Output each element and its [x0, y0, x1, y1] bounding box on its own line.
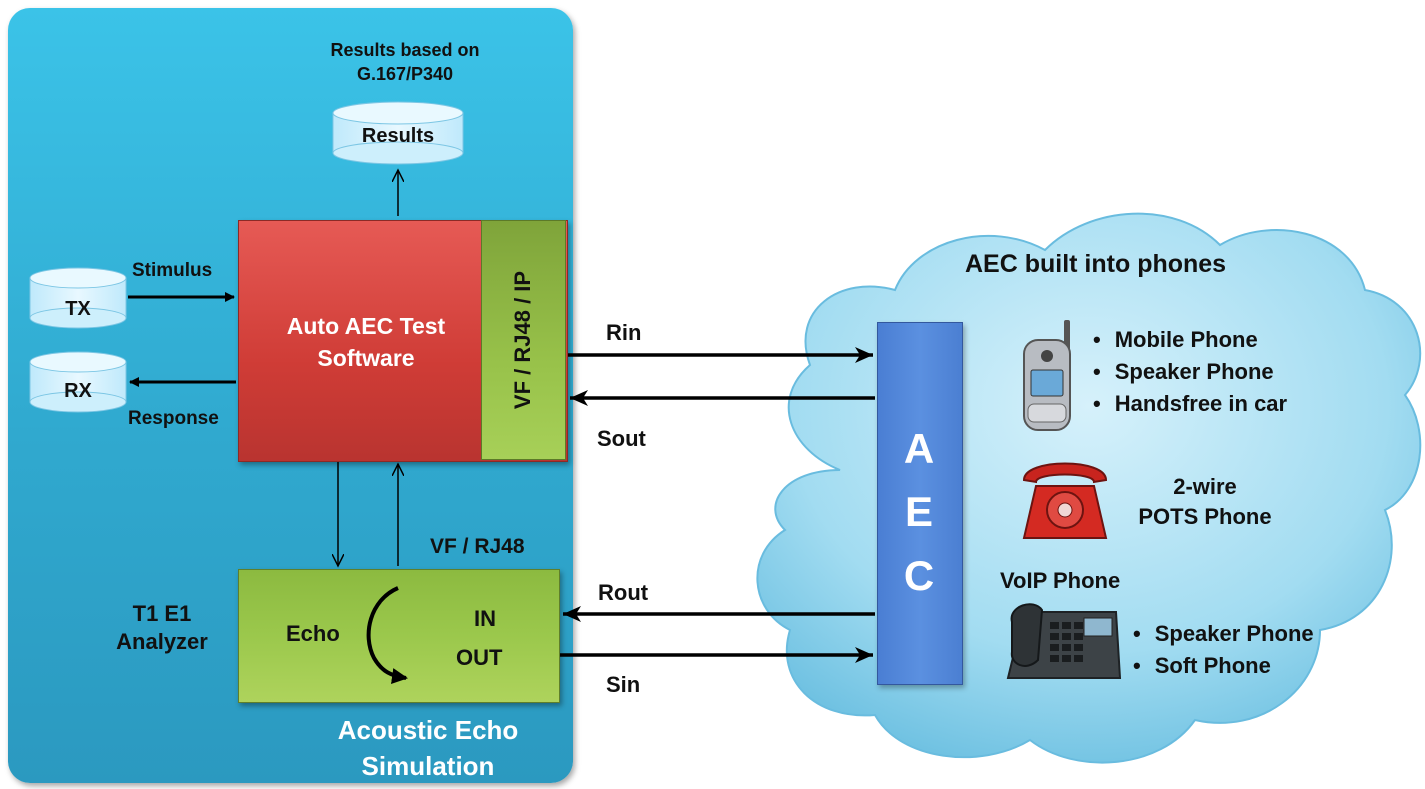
pots-label: 2-wire POTS Phone [1138, 472, 1271, 532]
analyzer-label-line-2: Analyzer [116, 629, 208, 654]
response-label: Response [128, 408, 219, 429]
results-note-line-2: G.167/P340 [356, 64, 454, 84]
mobile-phone-icon [1023, 320, 1071, 431]
pots-label-line-2: POTS Phone [1138, 504, 1272, 529]
aec-letter-a: A [903, 425, 935, 472]
interface-strip [481, 220, 566, 460]
list-item: Speaker Phone [1093, 356, 1287, 388]
software-label-line-2: Software [317, 345, 415, 371]
panel-title-line-1: Acoustic Echo [337, 715, 519, 745]
software-label-line-1: Auto AEC Test [286, 313, 446, 339]
out-label: OUT [456, 645, 503, 670]
software-label: Auto AEC Test Software [287, 310, 445, 374]
aec-block [877, 322, 963, 685]
rx-database-label: RX [64, 380, 92, 402]
voip-title: VoIP Phone [1000, 568, 1121, 593]
voip-phone-icon [1006, 603, 1122, 679]
aec-letter-c: C [903, 552, 935, 599]
panel-title: Acoustic Echo Simulation [338, 712, 519, 784]
tx-database-label: TX [65, 298, 91, 320]
results-database-icon [332, 101, 464, 165]
list-item: Speaker Phone [1133, 618, 1314, 650]
stimulus-label: Stimulus [132, 260, 213, 281]
list-item: Soft Phone [1133, 650, 1314, 682]
aec-letter-e: E [904, 488, 934, 535]
voip-features-list: Speaker Phone Soft Phone [1133, 618, 1314, 682]
analyzer-interface-label: VF / RJ48 [430, 535, 525, 558]
mobile-features-list: Mobile Phone Speaker Phone Handsfree in … [1093, 324, 1287, 420]
rout-label: Rout [598, 580, 649, 605]
in-label: IN [474, 606, 496, 631]
rx-database-icon [29, 351, 127, 413]
rotary-phone-icon [1022, 462, 1108, 539]
analyzer-label: T1 E1 Analyzer [116, 600, 208, 656]
list-item: Handsfree in car [1093, 388, 1287, 420]
interface-label: VF / RJ48 / IP [510, 270, 535, 410]
results-database-label: Results [361, 125, 435, 147]
rin-label: Rin [606, 320, 642, 345]
sin-label: Sin [606, 672, 641, 697]
pots-label-line-1: 2-wire [1173, 474, 1237, 499]
phones-title: AEC built into phones [965, 250, 1227, 278]
tx-database-icon [29, 267, 127, 329]
panel-title-line-2: Simulation [361, 751, 495, 781]
echo-loop-arrow-icon [366, 586, 408, 684]
results-note: Results based on G.167/P340 [330, 38, 479, 86]
analyzer-label-line-1: T1 E1 [132, 601, 192, 626]
echo-label: Echo [286, 621, 340, 646]
list-item: Mobile Phone [1093, 324, 1287, 356]
sout-label: Sout [597, 426, 646, 451]
results-note-line-1: Results based on [330, 40, 480, 60]
